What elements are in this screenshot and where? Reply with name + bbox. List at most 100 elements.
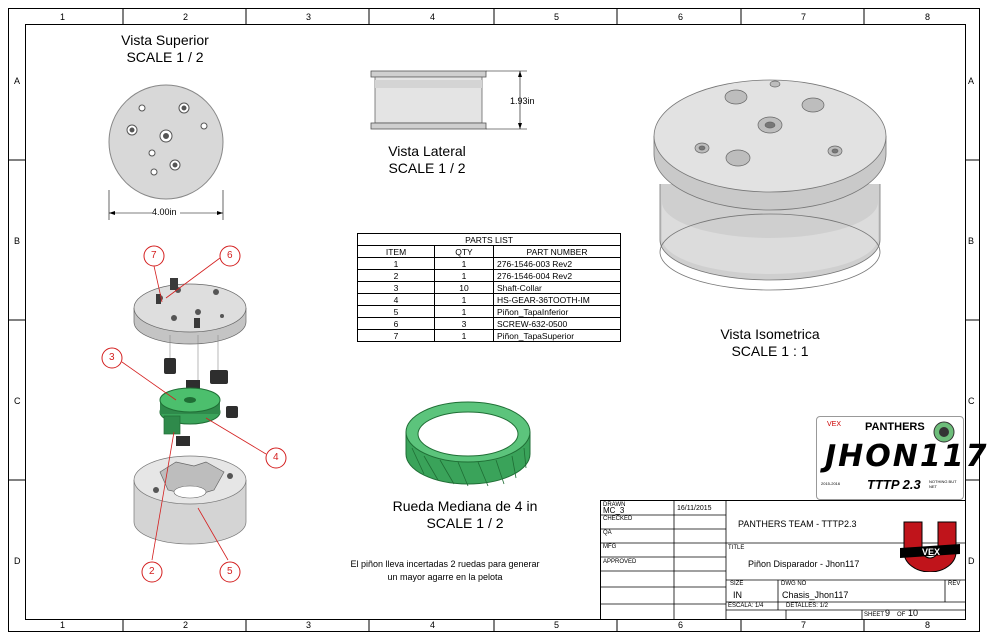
zone-col-1: 1 bbox=[60, 12, 66, 22]
cell-item: 4 bbox=[357, 293, 435, 306]
balloon-3-label: 3 bbox=[109, 352, 115, 363]
tb-drawn-label: DRAWN bbox=[603, 502, 626, 508]
logo-small-left: 2015-2016 bbox=[821, 481, 841, 486]
note-line-1: El piñon lleva incertadas 2 ruedas para … bbox=[350, 559, 540, 569]
cell-item: 7 bbox=[357, 329, 435, 342]
balloon-4-label: 4 bbox=[273, 452, 279, 463]
iso-view-scale: SCALE 1 : 1 bbox=[731, 343, 809, 359]
logo-team: PANTHERS bbox=[865, 421, 925, 433]
parts-list-title: PARTS LIST bbox=[357, 233, 621, 246]
zone-col-6: 6 bbox=[678, 12, 684, 22]
tb-sheet-label: SHEET bbox=[864, 612, 885, 618]
cell-qty: 3 bbox=[434, 317, 494, 330]
top-view-scale: SCALE 1 / 2 bbox=[126, 49, 204, 65]
cell-item: 6 bbox=[357, 317, 435, 330]
cell-part-number: Piñon_TapaInferior bbox=[493, 305, 621, 318]
zone-col-2: 2 bbox=[183, 12, 189, 22]
zone-row-d: D bbox=[14, 556, 21, 566]
vex-u-logo-icon: VEX bbox=[900, 521, 960, 572]
tb-drawn-date: 16/11/2015 bbox=[677, 505, 712, 512]
zone-row-a-right: A bbox=[968, 76, 975, 86]
note-line-2: un mayor agarre en la pelota bbox=[387, 572, 503, 582]
balloon-7 bbox=[143, 245, 165, 267]
cell-item: 2 bbox=[357, 269, 435, 282]
tb-qa-label: QA bbox=[603, 530, 612, 536]
zone-col-4-bottom: 4 bbox=[430, 620, 436, 630]
panther-emblem-icon bbox=[933, 421, 955, 443]
vex-logo-icon: VEX bbox=[827, 421, 842, 428]
zone-col-6-bottom: 6 bbox=[678, 620, 684, 630]
top-view-title: Vista Superior SCALE 1 / 2 bbox=[95, 32, 235, 66]
zone-row-b: B bbox=[14, 236, 21, 246]
cell-qty: 1 bbox=[434, 269, 494, 282]
logo-name: JHON117 bbox=[825, 439, 988, 474]
cell-qty: 1 bbox=[434, 329, 494, 342]
top-view-name: Vista Superior bbox=[121, 32, 209, 48]
balloon-6 bbox=[219, 245, 241, 267]
cell-item: 3 bbox=[357, 281, 435, 294]
title-block bbox=[600, 500, 966, 620]
parts-header-item: ITEM bbox=[357, 245, 435, 258]
cell-part-number: 276-1546-004 Rev2 bbox=[493, 269, 621, 282]
zone-col-1-bottom: 1 bbox=[60, 620, 66, 630]
tb-approved-label: APPROVED bbox=[603, 559, 637, 565]
balloon-6-label: 6 bbox=[227, 250, 233, 261]
balloon-2 bbox=[141, 561, 163, 583]
tb-size: IN bbox=[733, 590, 742, 600]
zone-col-7: 7 bbox=[801, 12, 807, 22]
tb-drawn-by: MC_3 bbox=[603, 506, 625, 515]
side-view-title: Vista Lateral SCALE 1 / 2 bbox=[357, 143, 497, 177]
balloon-2-label: 2 bbox=[149, 566, 155, 577]
svg-text:VEX: VEX bbox=[922, 547, 940, 557]
tb-escala: ESCALA: 1/4 bbox=[728, 603, 764, 609]
balloon-5-label: 5 bbox=[227, 566, 233, 577]
zone-col-8: 8 bbox=[925, 12, 931, 22]
tb-dwg: Chasis_Jhon117 bbox=[782, 590, 849, 600]
cell-part-number: Piñon_TapaSuperior bbox=[493, 329, 621, 342]
balloon-7-label: 7 bbox=[151, 250, 157, 261]
cell-part-number: 276-1546-003 Rev2 bbox=[493, 257, 621, 270]
zone-row-a: A bbox=[14, 76, 21, 86]
iso-view-name: Vista Isometrica bbox=[720, 326, 820, 342]
cell-part-number: Shaft-Collar bbox=[493, 281, 621, 294]
logo-code: TTTP 2.3 bbox=[867, 477, 921, 492]
title-block-grid bbox=[600, 500, 966, 620]
tb-of-label: OF bbox=[897, 612, 906, 618]
cell-qty: 1 bbox=[434, 305, 494, 318]
parts-header-qty: QTY bbox=[434, 245, 494, 258]
cell-qty: 1 bbox=[434, 293, 494, 306]
tb-checked-label: CHECKED bbox=[603, 516, 633, 522]
balloon-5 bbox=[219, 561, 241, 583]
zone-row-c-right: C bbox=[968, 396, 975, 406]
zone-col-2-bottom: 2 bbox=[183, 620, 189, 630]
wheel-drawing bbox=[405, 401, 531, 487]
side-view-scale: SCALE 1 / 2 bbox=[388, 160, 466, 176]
side-view-name: Vista Lateral bbox=[388, 143, 466, 159]
wheel-view-scale: SCALE 1 / 2 bbox=[426, 515, 504, 531]
iso-view-drawing bbox=[653, 79, 887, 291]
tb-detalles: DETALLES: 1/2 bbox=[786, 603, 828, 609]
cell-item: 5 bbox=[357, 305, 435, 318]
balloon-3 bbox=[101, 347, 123, 369]
zone-row-c: C bbox=[14, 396, 21, 406]
tb-mfg-label: MFG bbox=[603, 544, 617, 550]
team-logo-card: VEX PANTHERS JHON117 2015-2016 TTTP 2.3 … bbox=[816, 416, 987, 500]
cell-qty: 10 bbox=[434, 281, 494, 294]
zone-col-4: 4 bbox=[430, 12, 436, 22]
zone-col-5-bottom: 5 bbox=[554, 620, 560, 630]
zone-row-b-right: B bbox=[968, 236, 975, 246]
zone-col-5: 5 bbox=[554, 12, 560, 22]
cell-part-number: HS-GEAR-36TOOTH-IM bbox=[493, 293, 621, 306]
tb-rev-label: REV bbox=[948, 581, 961, 587]
cell-qty: 1 bbox=[434, 257, 494, 270]
tb-sheet: 9 bbox=[885, 608, 891, 618]
tb-size-label: SIZE bbox=[730, 581, 744, 587]
zone-col-7-bottom: 7 bbox=[801, 620, 807, 630]
